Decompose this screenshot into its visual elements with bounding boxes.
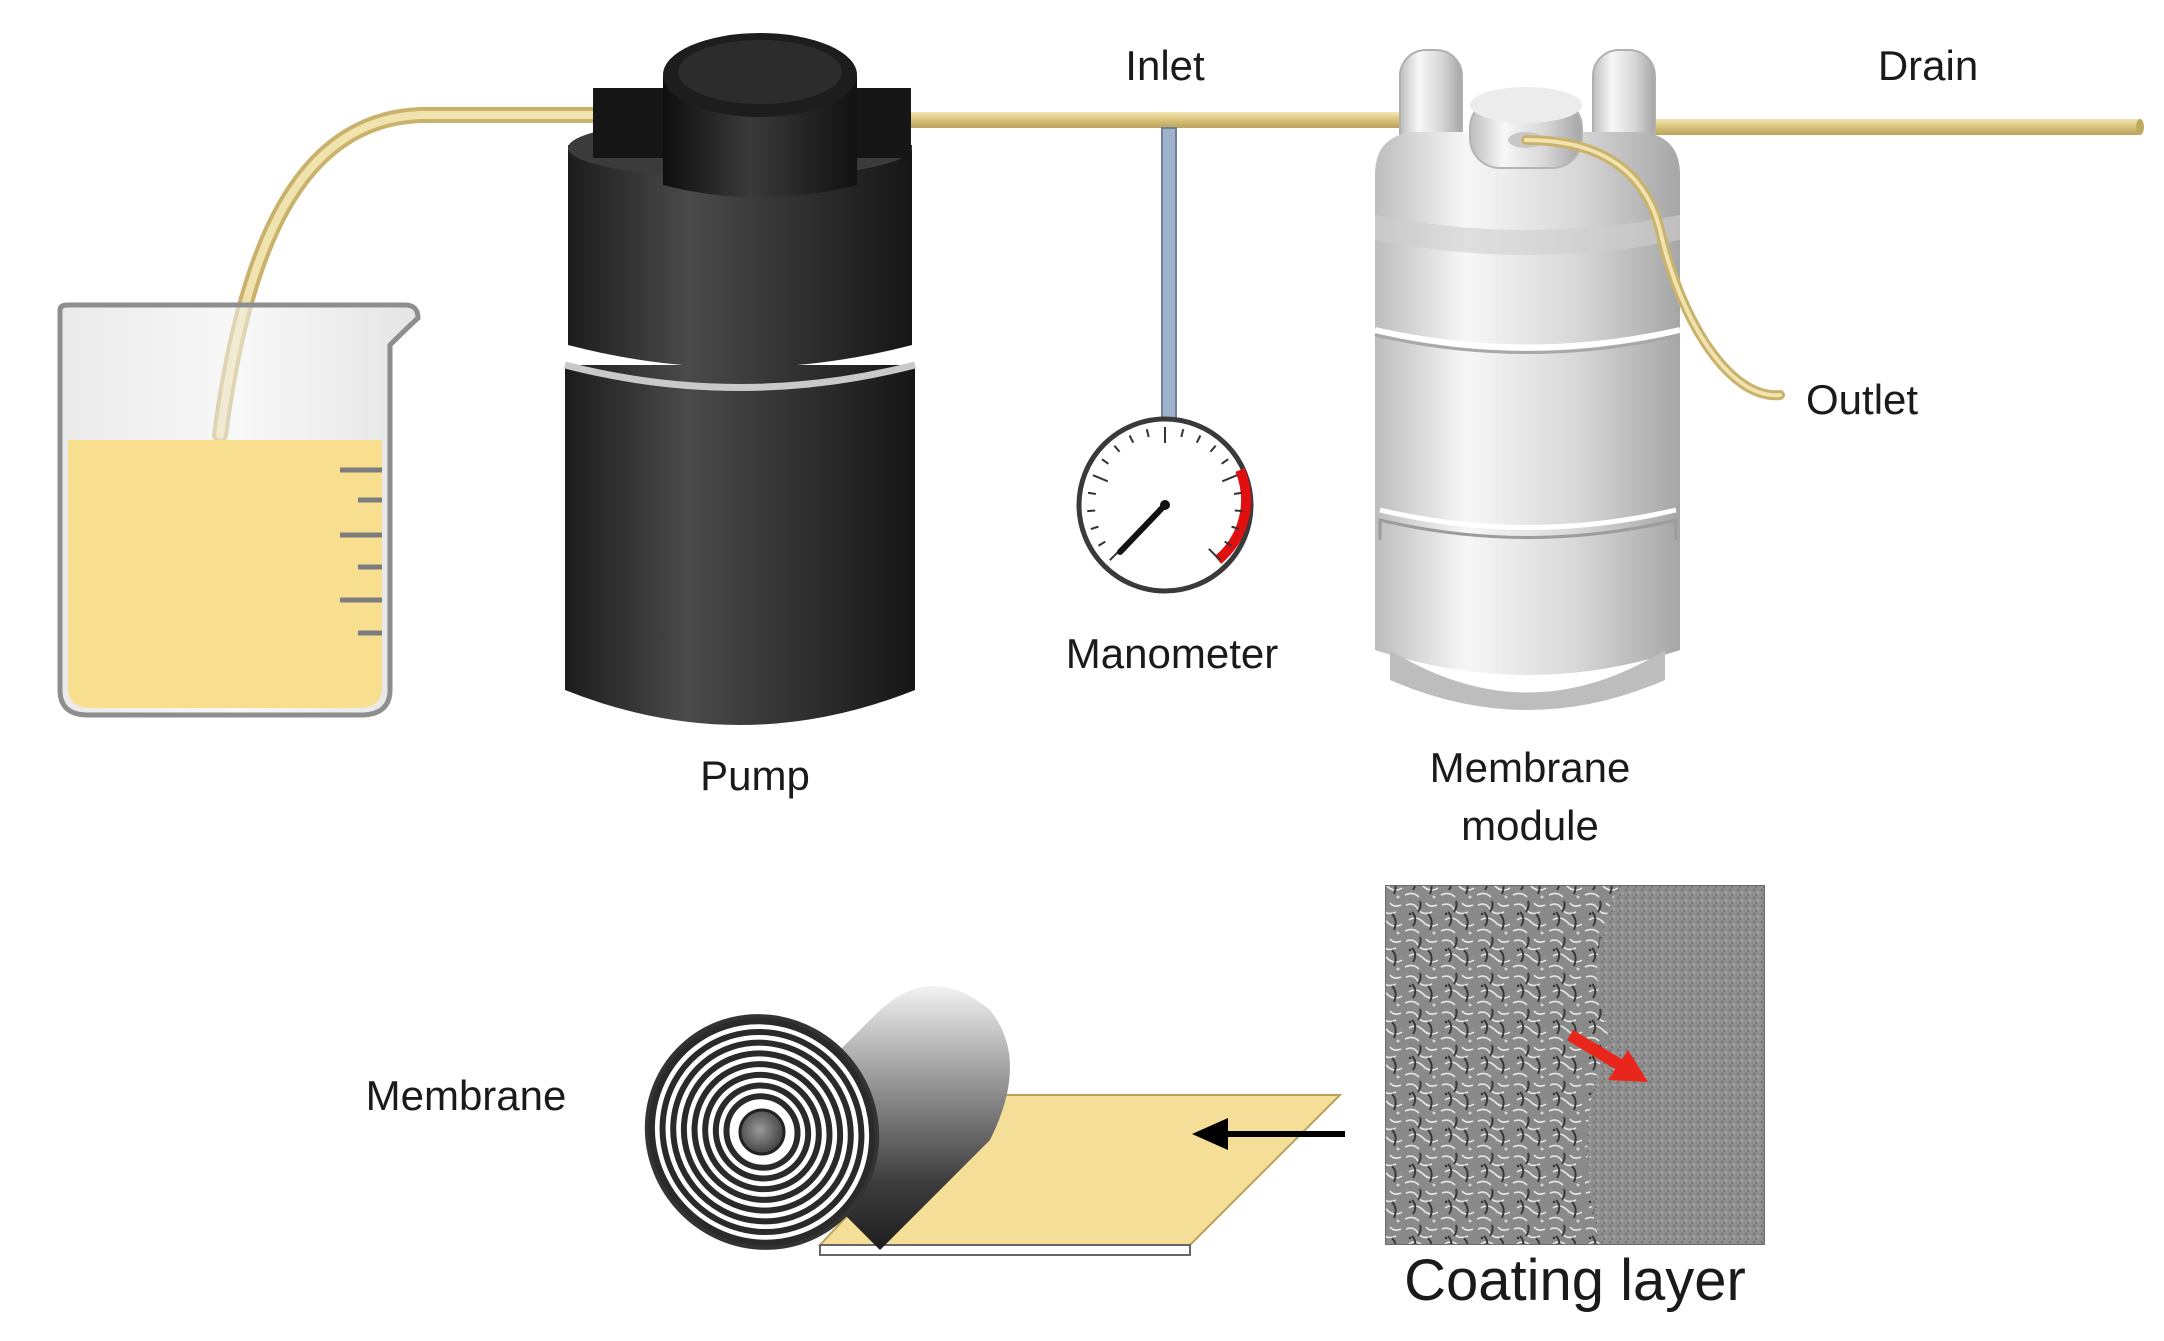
gauge-tick: [1092, 474, 1109, 483]
pressure-gauge-icon: [1076, 416, 1254, 594]
drain-tube: [1640, 119, 2144, 135]
gauge-tick: [1221, 474, 1238, 483]
sem-micrograph-image: [1385, 885, 1765, 1245]
gauge-tick: [1224, 540, 1233, 547]
roll-ring: [712, 1082, 812, 1182]
manometer-tube: [1161, 127, 1177, 424]
gauge-needle: [1117, 502, 1168, 555]
gauge-tick: [1209, 445, 1217, 453]
gauge-tick: [1231, 525, 1240, 531]
roll-ring: [691, 1061, 833, 1203]
inlet-label: Inlet: [1125, 42, 1205, 89]
membrane-module-icon: [1374, 49, 1681, 710]
membrane-module-label-line1: Membrane: [1430, 744, 1631, 791]
pump-label: Pump: [700, 752, 810, 799]
gauge-tick: [1145, 428, 1150, 438]
roll-ring: [659, 1028, 865, 1236]
gauge-tick: [1097, 540, 1106, 547]
coating-layer-label: Coating layer: [1404, 1248, 1746, 1313]
gauge-tick: [1113, 445, 1121, 453]
roll-ring: [680, 1050, 844, 1214]
drain-label: Drain: [1878, 42, 1978, 89]
membrane-label: Membrane: [366, 1072, 567, 1119]
gauge-tick: [1221, 458, 1229, 465]
roll-ring: [670, 1039, 854, 1225]
gauge-tick: [1195, 435, 1202, 444]
manometer-label: Manometer: [1066, 630, 1278, 677]
gauge-tick: [1090, 525, 1099, 531]
feed-liquid: [68, 440, 382, 708]
pump-icon: [564, 33, 916, 725]
roll-ring: [702, 1071, 822, 1193]
membrane-module-label-line2: module: [1461, 802, 1599, 849]
membrane-roll-icon: [644, 985, 1343, 1256]
gauge-tick: [1180, 428, 1185, 438]
beaker-icon: [57, 302, 421, 718]
coating-arrow: [1566, 1029, 1648, 1082]
gauge-tick: [1234, 509, 1243, 513]
gauge-tick: [1128, 435, 1135, 444]
gauge-tick: [1208, 548, 1221, 561]
direction-arrow: [1192, 1118, 1345, 1150]
gauge-tick: [1087, 491, 1097, 496]
gauge-tick: [1101, 458, 1109, 465]
inlet-tube: [900, 112, 1400, 128]
gauge-tick: [1233, 491, 1243, 496]
gauge-red-zone: [1214, 468, 1251, 564]
outlet-label: Outlet: [1806, 376, 1918, 423]
outlet-tube: [1521, 135, 1785, 401]
roll-ring: [723, 1093, 801, 1171]
roll-ring: [648, 1018, 876, 1246]
gauge-tick: [1087, 509, 1096, 513]
